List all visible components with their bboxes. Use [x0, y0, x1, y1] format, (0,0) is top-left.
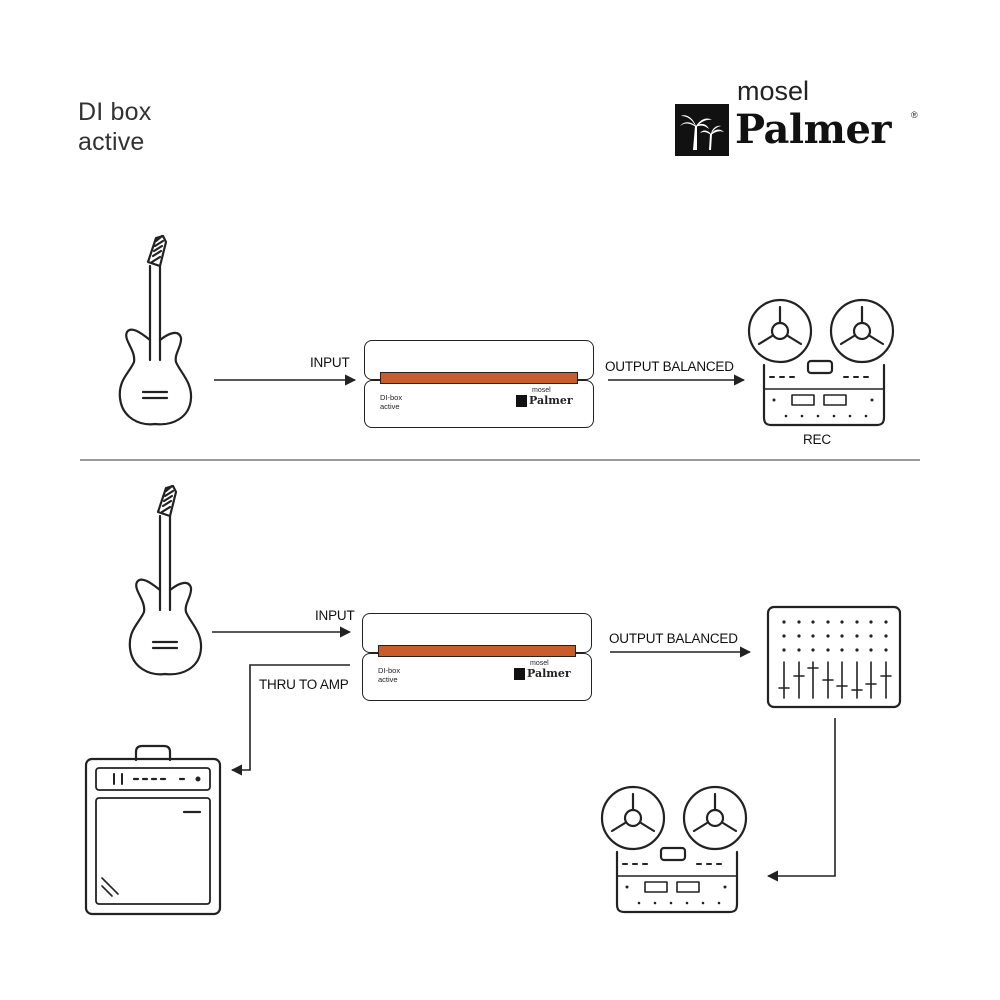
di-box-brand-mosel: mosel: [530, 660, 549, 667]
di-box-brand-palmer: Palmer: [527, 667, 571, 680]
rec-label: REC: [803, 432, 831, 447]
di-box-brand: mosel Palmer: [514, 660, 574, 684]
palm-tree-logo-icon: [516, 395, 527, 407]
di-box-label-line2: active: [378, 675, 398, 684]
output-label-top: OUTPUT BALANCED: [605, 359, 734, 374]
di-box-label-line2: active: [380, 402, 400, 411]
di-box-brand: mosel Palmer: [516, 387, 576, 411]
di-box-device: DI-box active mosel Palmer: [362, 613, 592, 701]
di-box-label-line1: DI-box: [378, 666, 401, 675]
di-box-brand-mosel: mosel: [532, 387, 551, 394]
brand-registered-mark: ®: [911, 110, 918, 120]
guitar-icon: [128, 484, 203, 676]
di-box-label-line1: DI-box: [380, 393, 403, 402]
diagram-title: DI box active: [78, 97, 151, 157]
di-box-accent-strip: [378, 645, 576, 657]
di-box-body: [364, 380, 594, 428]
di-box-body: [362, 653, 592, 701]
input-label-top: INPUT: [310, 355, 350, 370]
palm-tree-logo-icon: [675, 104, 729, 156]
tape-recorder-icon: [600, 785, 748, 914]
brand-mosel-text: mosel: [737, 76, 810, 106]
mixer-icon: [766, 605, 902, 709]
di-box-label: DI-box active: [378, 666, 400, 684]
brand-logo: mosel Palmer ®: [675, 76, 925, 166]
di-box-brand-palmer: Palmer: [529, 394, 573, 407]
thru-to-amp-label: THRU TO AMP: [259, 677, 349, 692]
guitar-icon: [118, 234, 193, 426]
brand-palmer-text: Palmer: [735, 106, 891, 153]
mixer-to-recorder-arrow: [766, 718, 836, 882]
title-line-1: DI box: [78, 98, 152, 126]
input-label-bottom: INPUT: [315, 608, 355, 623]
tape-recorder-icon: [747, 298, 895, 427]
thru-to-amp-arrow: [230, 664, 350, 776]
di-box-accent-strip: [380, 372, 578, 384]
palm-tree-logo-icon: [514, 668, 525, 680]
title-line-2: active: [78, 128, 145, 156]
di-box-device: DI-box active mosel Palmer: [364, 340, 594, 428]
amplifier-icon: [84, 744, 222, 916]
di-box-label: DI-box active: [380, 393, 402, 411]
output-label-bottom: OUTPUT BALANCED: [609, 631, 738, 646]
